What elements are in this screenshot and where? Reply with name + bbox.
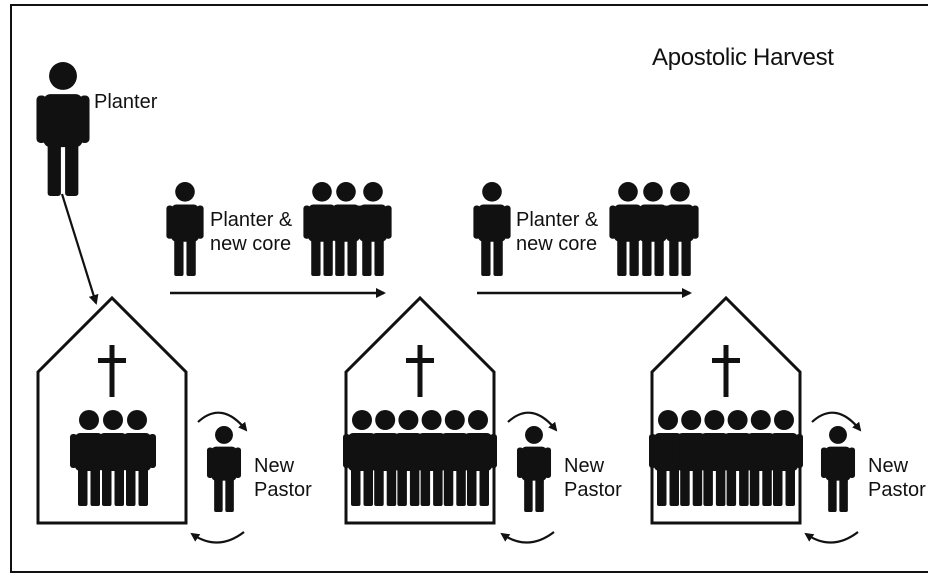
pastor-rotation-3-bottom-arrow bbox=[804, 531, 859, 544]
new-pastor-3-figure bbox=[820, 426, 856, 512]
diagram-title: Apostolic Harvest bbox=[652, 44, 834, 71]
pastor-label-2: New Pastor bbox=[564, 455, 622, 501]
planter-label: Planter bbox=[94, 91, 158, 113]
church-2 bbox=[344, 295, 496, 525]
church-3-cross bbox=[712, 345, 740, 397]
church-3-outline bbox=[650, 295, 802, 525]
church-2-outline bbox=[344, 295, 496, 525]
church-1-outline bbox=[36, 295, 188, 525]
team-2-core-group-person bbox=[661, 182, 699, 276]
pastor-rotation-2-bottom-arrow bbox=[500, 531, 555, 544]
team-2-core-group bbox=[609, 182, 699, 276]
congregation-2-person bbox=[459, 410, 497, 506]
congregation-2 bbox=[343, 410, 497, 506]
team-label-2: Planter & new core bbox=[516, 209, 599, 255]
church-1-cross bbox=[98, 345, 126, 397]
planter-arrow bbox=[60, 193, 99, 305]
new-pastor-1-figure bbox=[206, 426, 242, 512]
team-1-core-group-person bbox=[354, 182, 392, 276]
pastor-label-3: New Pastor bbox=[868, 455, 926, 501]
pastor-rotation-1 bbox=[190, 411, 248, 544]
congregation-3 bbox=[649, 410, 803, 506]
pastor-rotation-3-top-arrow bbox=[811, 411, 862, 432]
team-1-planter-figure bbox=[166, 182, 204, 276]
pastor-rotation-2 bbox=[500, 411, 558, 544]
new-pastor-2-figure bbox=[516, 426, 552, 512]
pastor-rotation-3 bbox=[804, 411, 862, 544]
team-1-core-group bbox=[303, 182, 392, 276]
planter-figure bbox=[36, 62, 90, 196]
team-2-planter-figure bbox=[473, 182, 511, 276]
team-label-1: Planter & new core bbox=[210, 209, 293, 255]
church-2-cross bbox=[406, 345, 434, 397]
congregation-1 bbox=[70, 410, 156, 506]
congregation-3-person bbox=[741, 410, 780, 506]
church-3 bbox=[650, 295, 802, 525]
congregation-3-person bbox=[765, 410, 803, 506]
church-1 bbox=[36, 295, 188, 525]
pastor-rotation-1-top-arrow bbox=[197, 411, 248, 432]
pastor-label-1: New Pastor bbox=[254, 455, 312, 501]
congregation-1-person bbox=[118, 410, 156, 506]
pastor-rotation-1-bottom-arrow bbox=[190, 531, 245, 544]
pastor-rotation-2-top-arrow bbox=[507, 411, 558, 432]
